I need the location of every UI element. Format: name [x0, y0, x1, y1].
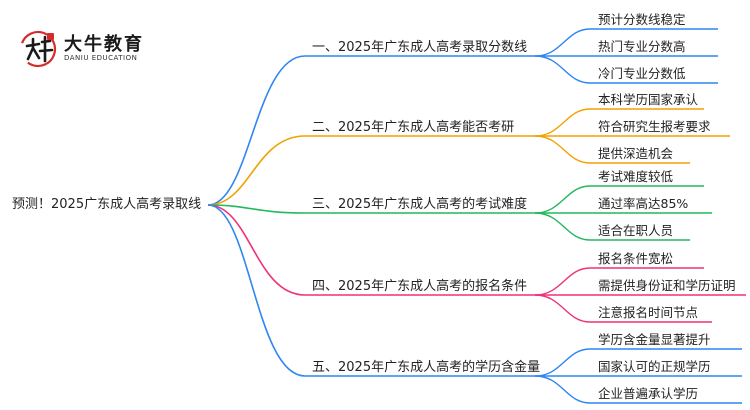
leaf-topic: 学历含金量显著提升: [598, 332, 711, 347]
leaf-topic: 本科学历国家承认: [598, 92, 699, 107]
logo-title: 大牛教育: [64, 34, 144, 55]
leaf-topic: 国家认可的正规学历: [598, 359, 711, 374]
leaf-connector: [534, 135, 591, 164]
leaf-topic: 适合在职人员: [598, 223, 673, 238]
logo: 大牛教育 DANIU EDUCATION: [18, 28, 178, 68]
leaf-topic: 企业普遍承认学历: [598, 386, 698, 401]
leaf-connector: [534, 375, 591, 404]
leaf-connector: [534, 294, 591, 323]
leaf-topic: 符合研究生报考要求: [598, 119, 711, 134]
branch-topic: 二、2025年广东成人高考能否考研: [312, 119, 514, 135]
leaf-connector: [534, 212, 591, 241]
leaf-topic: 热门专业分数高: [598, 39, 686, 54]
edges: [207, 28, 746, 404]
branch-connector: [207, 204, 306, 214]
leaf-connector: [534, 55, 591, 84]
branch-topic: 一、2025年广东成人高考录取分数线: [312, 39, 527, 55]
branch-connector: [207, 204, 306, 377]
leaf-connector: [534, 108, 591, 137]
leaf-topic: 提供深造机会: [598, 146, 674, 161]
branch-topic: 五、2025年广东成人高考的学历含金量: [312, 359, 540, 375]
branch-connector: [207, 135, 306, 206]
branch-topic: 四、2025年广东成人高考的报名条件: [312, 278, 527, 294]
root-topic: 预测！2025广东成人高考录取线: [12, 196, 201, 212]
logo-subtitle: DANIU EDUCATION: [64, 54, 138, 62]
leaf-topic: 通过率高达85%: [598, 196, 688, 211]
leaf-topic: 预计分数线稳定: [598, 12, 686, 27]
daniu-logo-icon: [19, 30, 57, 68]
leaf-connector: [534, 267, 591, 296]
leaf-topic: 冷门专业分数低: [598, 66, 686, 81]
branch-connector: [207, 204, 306, 296]
leaf-topic: 注意报名时间节点: [598, 305, 698, 320]
leaf-connector: [534, 348, 591, 377]
leaf-topic: 报名条件宽松: [598, 251, 673, 266]
branch-topic: 三、2025年广东成人高考的考试难度: [312, 196, 527, 212]
leaf-connector: [534, 28, 591, 57]
nodes: 一、2025年广东成人高考录取分数线 预计分数线稳定热门专业分数高冷门专业分数低二…: [312, 12, 736, 401]
leaf-connector: [534, 185, 591, 214]
branch-connector: [207, 55, 306, 206]
leaf-topic: 考试难度较低: [598, 169, 674, 184]
leaf-topic: 需提供身份证和学历证明: [598, 278, 736, 293]
